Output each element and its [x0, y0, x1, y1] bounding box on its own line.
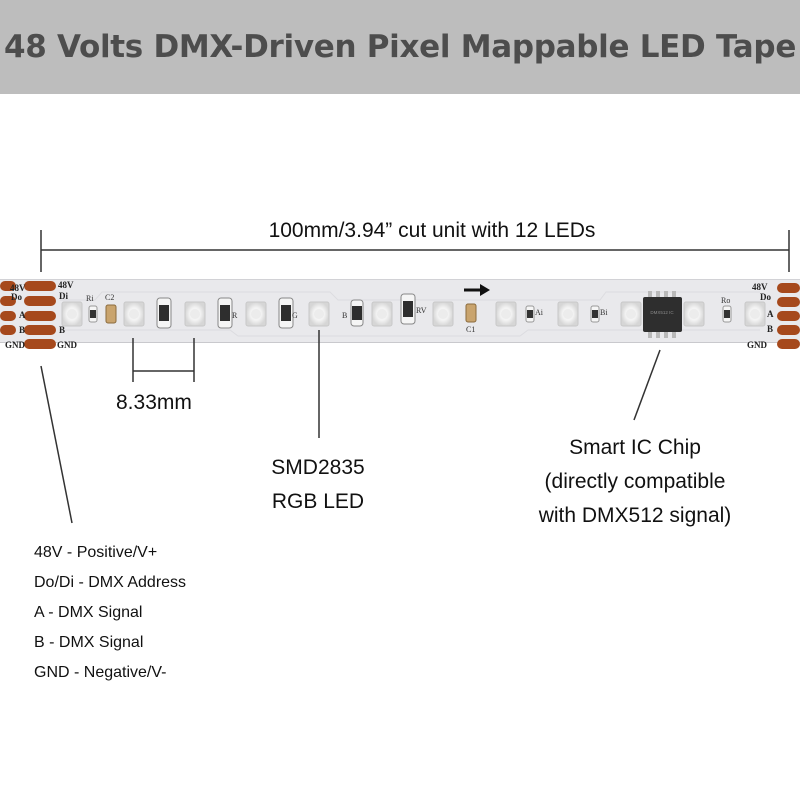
left-solder-pads: [0, 281, 56, 349]
pad-callout-line: [40, 365, 73, 524]
resistor: [88, 305, 98, 323]
page-title: 48 Volts DMX-Driven Pixel Mappable LED T…: [3, 29, 797, 65]
ic-label-line: with DMX512 signal): [538, 504, 732, 527]
silk-g: G: [292, 311, 298, 320]
pad-label-48v-left-b: 48V: [58, 280, 74, 290]
rgb-led: [371, 301, 393, 327]
silk-r: R: [232, 311, 238, 320]
silk-b: B: [342, 311, 347, 320]
silk-c1: C1: [466, 325, 475, 334]
pad-label-a-left: A: [19, 310, 26, 320]
resistor: [590, 305, 600, 323]
rgb-led: [432, 301, 454, 327]
rgb-led-array: [61, 301, 766, 327]
direction-arrow-icon: [464, 284, 490, 296]
resistor: [278, 297, 294, 329]
led-type-label: SMD2835 RGB LED: [218, 451, 418, 519]
led-type-line: RGB LED: [271, 490, 365, 513]
legend-item: Do/Di - DMX Address: [34, 574, 187, 591]
rgb-led: [744, 301, 766, 327]
pad-label-gnd-left-b: GND: [57, 340, 78, 350]
pad-label-do-left: Do: [11, 292, 22, 302]
legend-item: B - DMX Signal: [34, 634, 144, 651]
cut-unit-label: 100mm/3.94” cut unit with 12 LEDs: [268, 219, 596, 242]
pad-label-b-left-b: B: [59, 325, 65, 335]
rgb-led: [308, 301, 330, 327]
pad-label-48v-left-a: 48V: [10, 283, 26, 293]
resistor: [217, 297, 233, 329]
rgb-led: [184, 301, 206, 327]
resistor: [525, 305, 535, 323]
resistor: [722, 305, 732, 323]
rgb-led: [557, 301, 579, 327]
ic-label-line: (directly compatible: [544, 470, 726, 493]
ic-callout-line: [633, 349, 661, 421]
resistor: [400, 293, 416, 325]
pad-label-b-left: B: [19, 325, 25, 335]
resistor: [350, 299, 364, 327]
resistor: [156, 297, 172, 329]
silk-ai: Ai: [535, 308, 544, 317]
rgb-led: [123, 301, 145, 327]
rgb-led: [245, 301, 267, 327]
pad-label-gnd-right: GND: [747, 340, 768, 350]
smart-ic-chip: DMX512 IC: [643, 291, 682, 338]
silk-rv: RV: [416, 306, 427, 315]
capacitor: [105, 304, 117, 324]
callout-lines: [40, 330, 661, 524]
led-pitch-label: 8.33mm: [116, 391, 192, 414]
pad-legend: 48V - Positive/V+ Do/Di - DMX Address A …: [34, 541, 186, 691]
right-solder-pads: [777, 283, 800, 349]
ic-label-line: Smart IC Chip: [569, 436, 701, 459]
silk-c2: C2: [105, 293, 114, 302]
silk-ro: Ro: [721, 296, 730, 305]
legend-item: GND - Negative/V-: [34, 664, 167, 681]
legend-item: 48V - Positive/V+: [34, 544, 158, 561]
pad-label-di-left: Di: [59, 291, 68, 301]
pad-label-48v-right: 48V: [752, 282, 768, 292]
pad-label-b-right: B: [767, 324, 773, 334]
legend-item: A - DMX Signal: [34, 604, 143, 621]
silk-bi: Bi: [600, 308, 608, 317]
rgb-led: [495, 301, 517, 327]
passive-components: [88, 293, 732, 329]
led-type-line: SMD2835: [271, 456, 365, 479]
capacitor: [465, 303, 477, 323]
pad-label-a-right: A: [767, 309, 774, 319]
cut-unit-dimension: [40, 230, 790, 272]
silk-ri: Ri: [86, 294, 94, 303]
ic-marking: DMX512 IC: [650, 310, 674, 315]
rgb-led: [683, 301, 705, 327]
ic-chip-label: Smart IC Chip (directly compatible with …: [510, 431, 760, 533]
title-banner: 48 Volts DMX-Driven Pixel Mappable LED T…: [0, 0, 800, 94]
pad-label-gnd-left: GND: [5, 340, 26, 350]
rgb-led: [61, 301, 83, 327]
rgb-led: [620, 301, 642, 327]
pad-label-do-right: Do: [760, 292, 771, 302]
